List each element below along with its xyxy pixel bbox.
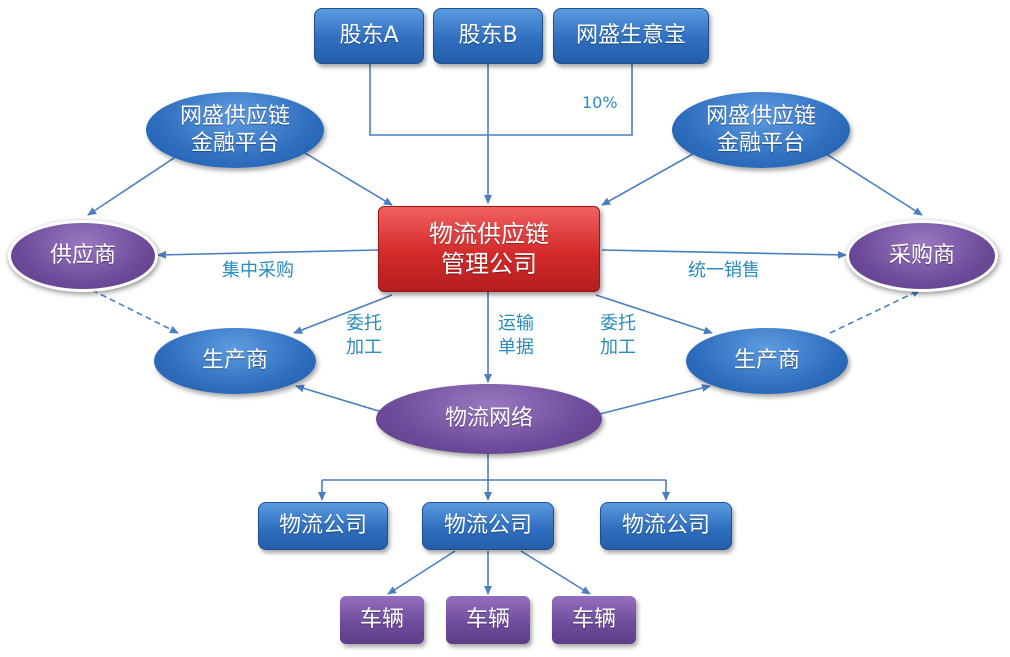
vehicle-2-label: 车辆	[465, 607, 510, 633]
logistics-company-2-label: 物流公司	[443, 513, 532, 539]
producer-to-buyer-dashed	[829, 289, 921, 334]
transport-docs-line1: 运输	[498, 313, 534, 334]
logistics-company-1: 物流公司	[258, 502, 388, 550]
finance-left-to-core	[299, 149, 393, 206]
shareholder-a-label: 股东A	[339, 23, 399, 49]
finance-right-to-buyer	[819, 149, 923, 216]
commission-left-line2: 加工	[346, 337, 382, 359]
finance-right-to-core	[601, 149, 701, 206]
finance-right-line1: 网盛供应链	[705, 103, 816, 129]
shengyibao-connector	[488, 64, 633, 136]
shareholder-a-connector	[369, 64, 488, 136]
commission-left-line1: 委托	[346, 313, 382, 334]
network-to-producer-right	[595, 384, 711, 416]
shengyibao-node: 网盛生意宝	[553, 8, 709, 64]
commission-left-label: 委托 加工	[346, 312, 382, 361]
core-company-line2: 管理公司	[441, 250, 537, 278]
supplier-to-producer-dashed	[91, 289, 179, 334]
vehicle-2: 车辆	[446, 596, 530, 644]
producer-right-node: 生产商	[686, 328, 848, 394]
shareholder-b-node: 股东B	[433, 8, 543, 64]
centralized-purchase-label: 集中采购	[222, 260, 294, 281]
finance-left-line2: 金融平台	[190, 131, 279, 156]
logistics-company-3-label: 物流公司	[621, 513, 710, 539]
core-company-node: 物流供应链 管理公司	[378, 206, 600, 292]
core-to-buyer	[601, 249, 847, 259]
transport-docs-label: 运输 单据	[498, 312, 534, 361]
producer-right-label: 生产商	[733, 348, 800, 374]
commission-right-line1: 委托	[600, 313, 636, 334]
company-to-vehicle-3	[520, 550, 591, 595]
finance-left-line1: 网盛供应链	[179, 103, 290, 129]
network-to-companies	[322, 452, 666, 481]
logistics-company-1-label: 物流公司	[278, 513, 367, 539]
core-to-producer-right	[595, 294, 713, 335]
shareholder-b-label: 股东B	[458, 23, 518, 49]
core-company-line1: 物流供应链	[429, 220, 549, 248]
commission-right-label: 委托 加工	[600, 312, 636, 361]
producer-left-node: 生产商	[154, 328, 316, 394]
transport-docs-line2: 单据	[498, 337, 534, 359]
vehicle-3: 车辆	[552, 596, 636, 644]
network-to-producer-left	[295, 384, 393, 416]
logistics-network-node: 物流网络	[376, 384, 602, 454]
finance-right-line2: 金融平台	[716, 131, 805, 156]
core-to-supplier	[157, 249, 379, 259]
finance-platform-right: 网盛供应链 金融平台	[672, 92, 850, 168]
shengyibao-label: 网盛生意宝	[575, 23, 686, 49]
producer-left-label: 生产商	[201, 348, 268, 374]
unified-sales-label: 统一销售	[688, 260, 760, 281]
share-percent-label: 10%	[582, 93, 618, 112]
vehicle-1: 车辆	[340, 596, 424, 644]
vehicle-1-label: 车辆	[359, 607, 404, 633]
supplier-node: 供应商	[8, 220, 158, 292]
shareholder-a-node: 股东A	[314, 8, 424, 64]
supplier-label: 供应商	[49, 243, 116, 269]
logistics-network-label: 物流网络	[444, 406, 533, 432]
vehicle-3-label: 车辆	[571, 607, 616, 633]
core-to-producer-left	[293, 294, 393, 334]
finance-platform-left: 网盛供应链 金融平台	[146, 92, 324, 168]
buyer-label: 采购商	[888, 243, 955, 269]
company-to-vehicle-1	[387, 550, 456, 595]
logistics-company-2: 物流公司	[422, 502, 554, 550]
commission-right-line2: 加工	[600, 337, 636, 359]
finance-left-to-supplier	[87, 149, 187, 216]
logistics-company-3: 物流公司	[600, 502, 732, 550]
buyer-node: 采购商	[846, 220, 998, 292]
